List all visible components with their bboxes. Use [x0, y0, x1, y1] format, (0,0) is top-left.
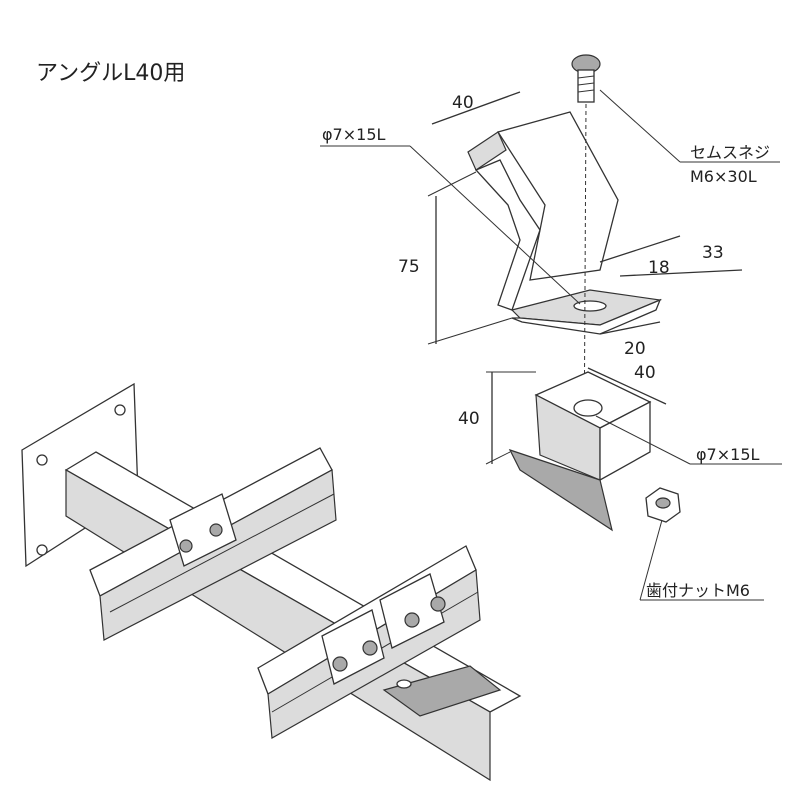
dim-top-width: 40	[452, 93, 474, 113]
dim-slot-offset: 18	[648, 258, 670, 278]
leader-labels: φ7×15L セムスネジ M6×30L φ7×15L 歯付ナットM6	[320, 89, 782, 601]
slot-hole-upper	[573, 300, 607, 312]
installed-assembly-illustration	[21, 382, 522, 782]
slot-label-lower: φ7×15L	[696, 445, 760, 464]
toothed-nut-icon	[645, 487, 681, 523]
dim-foot-edge: 20	[624, 339, 646, 359]
screw-name-label: セムスネジ	[690, 143, 770, 162]
dimension-lines: 40 75 33 18 20 40 40	[398, 91, 743, 465]
dim-clip-height: 40	[458, 409, 480, 429]
dim-foot-width: 33	[702, 243, 724, 263]
slot-hole-lower	[573, 399, 603, 417]
semus-screw-icon	[571, 54, 601, 103]
nut-label: 歯付ナットM6	[646, 581, 750, 600]
z-bracket	[467, 111, 663, 335]
slot-label-upper: φ7×15L	[322, 125, 386, 144]
screw-size-label: M6×30L	[690, 167, 757, 186]
dim-height: 75	[398, 257, 420, 277]
angle-clip	[508, 371, 652, 532]
dim-clip-depth: 40	[634, 363, 656, 383]
assembly-axis-line	[583, 103, 587, 471]
diagram-title: アングルL40用	[36, 61, 185, 86]
